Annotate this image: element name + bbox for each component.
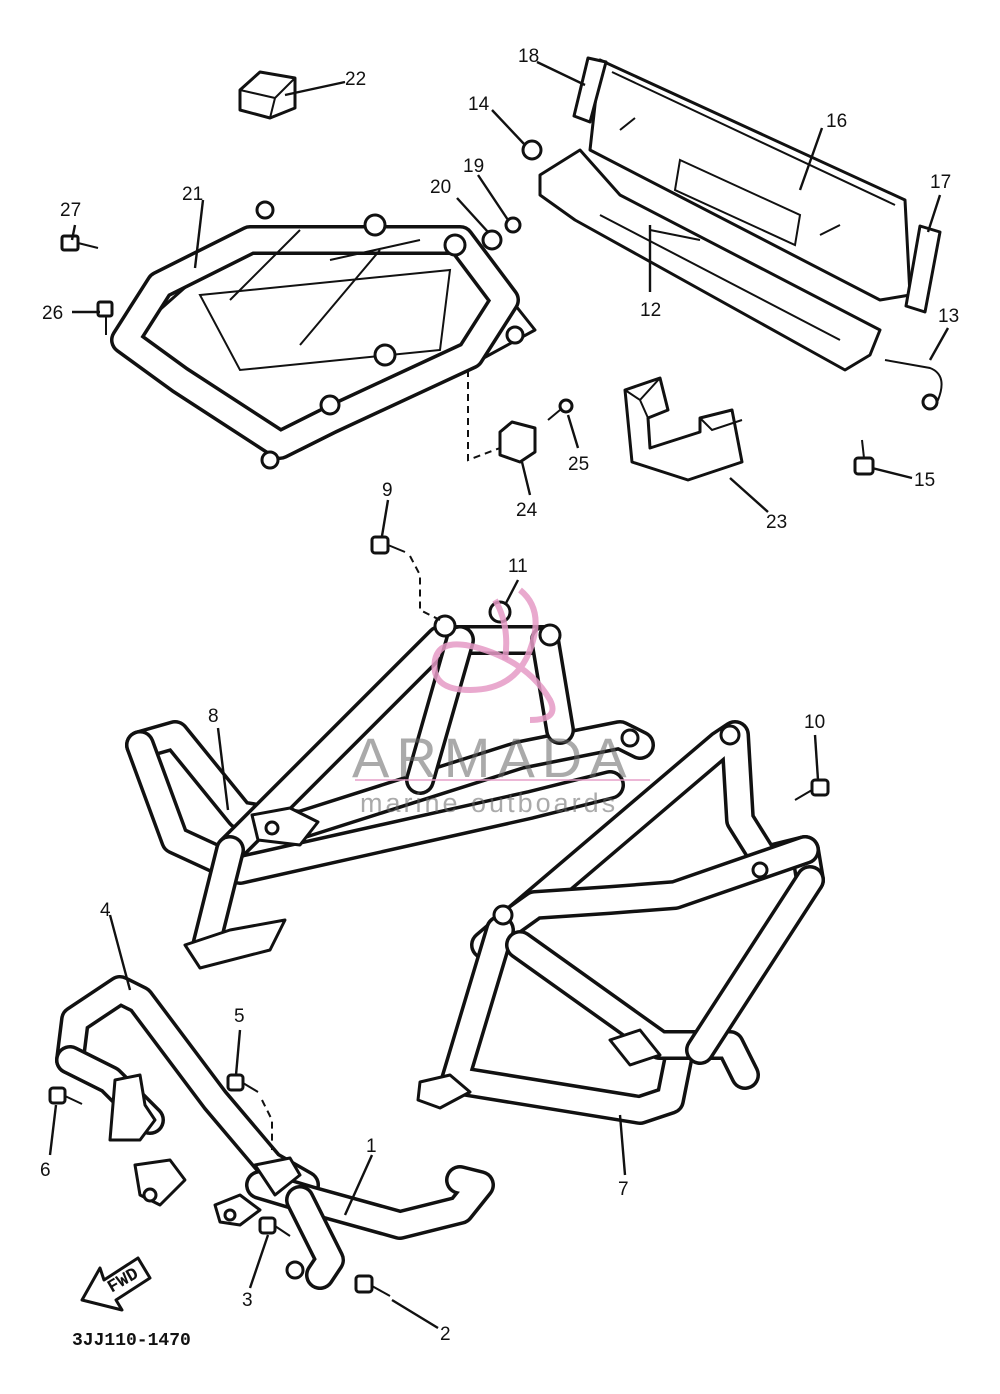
callout-23: 23 [766,512,787,533]
callout-25: 25 [568,454,589,475]
end-cap-part-18 [572,56,608,124]
bolt-part-5 [226,1073,259,1093]
watermark-logo [431,587,556,723]
bolt-part-6 [48,1086,83,1105]
callout-3: 3 [242,1290,253,1311]
drawing-code: 3JJ110-1470 [72,1331,191,1351]
washer-part-19 [504,216,522,234]
callout-12: 12 [640,300,661,321]
callout-1: 1 [366,1136,377,1157]
callout-6: 6 [40,1160,51,1181]
callout-18: 18 [518,46,539,67]
callout-16: 16 [826,111,847,132]
callout-leaders [48,60,950,1330]
forward-direction-arrow: FWD [80,1256,152,1312]
callout-24: 24 [516,500,538,521]
callout-26: 26 [42,303,63,324]
bolt-part-26 [96,300,114,335]
clip-part-24 [498,420,537,464]
callout-11: 11 [508,556,528,577]
bracket-part-12 [538,148,882,372]
end-cap-part-17 [904,224,942,314]
seat-frame-part-21 [110,200,537,470]
grommet-part-14 [521,139,543,161]
callout-7: 7 [618,1179,629,1200]
screw-part-25 [547,398,574,421]
callout-27: 27 [60,200,81,221]
frame-part-7 [416,720,825,1125]
callout-4: 4 [100,900,111,921]
bolt-part-3 [258,1216,291,1237]
callout-15: 15 [914,470,935,491]
callout-numbers: 22 18 14 16 17 19 20 21 27 26 12 13 15 2… [40,46,959,1345]
callout-5: 5 [234,1006,245,1027]
callout-2: 2 [440,1324,451,1345]
watermark-brand: ARMADA [352,726,634,789]
block-part-23 [623,376,744,482]
bolt-part-15 [853,439,875,476]
bolt-part-2 [354,1274,391,1297]
callout-8: 8 [208,706,219,727]
cap-part-22 [238,70,297,120]
watermark-tagline: marine outboards [360,788,618,818]
callout-10: 10 [804,712,825,733]
callout-13: 13 [938,306,959,327]
callout-9: 9 [382,480,393,501]
hook-part-13 [884,359,943,411]
watermark: ARMADA marine outboards [352,587,650,818]
callout-19: 19 [463,156,484,177]
callout-14: 14 [468,94,490,115]
bolt-part-27 [60,234,99,252]
callout-22: 22 [345,69,366,90]
cover-panel-part-16 [588,58,912,302]
frame-part-1 [213,1156,495,1290]
nut-part-20 [481,229,503,251]
callout-20: 20 [430,177,451,198]
bolt-part-10 [794,778,830,801]
callout-17: 17 [930,172,951,193]
frame-part-8 [125,614,655,970]
bolt-part-9 [370,535,406,555]
callout-21: 21 [182,184,203,205]
